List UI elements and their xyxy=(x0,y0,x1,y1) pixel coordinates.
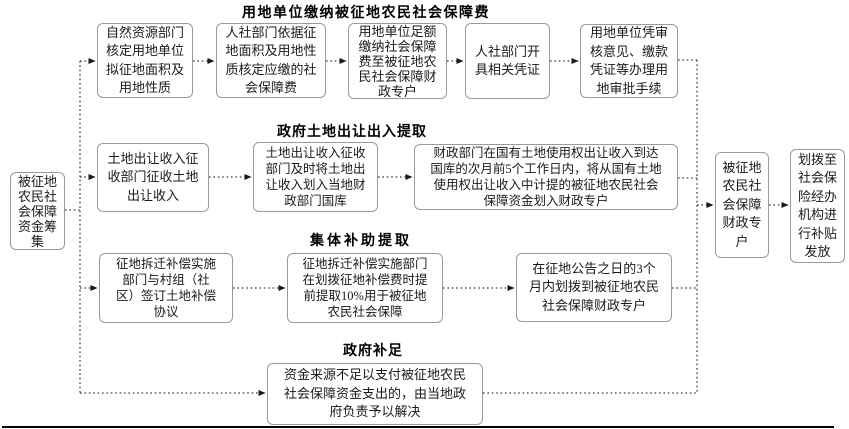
node-fund-raising: 被征地 农民社 会保障 资金筹 集 xyxy=(10,172,65,250)
section-title-gov-supplement: 政府补足 xyxy=(343,344,403,359)
section-title-collective-subsidy: 集体补助提取 xyxy=(310,234,412,249)
node-sign-compensation-agreement: 征地拆迁补偿实施 部门与村组（社 区）签订土地补偿 协议 xyxy=(99,253,233,323)
node-gov-resolve-shortfall: 资金来源不足以支付被征地农民 社会保障资金支出的，由当地政 府负责予以解决 xyxy=(267,363,483,425)
node-fiscal-special-account: 被征地 农民社 会保障 财政专 户 xyxy=(715,152,769,258)
node-pay-ss-fee: 用地单位足额 缴纳社会保障 费至被征地农 民社会保障财 政专户 xyxy=(348,23,447,99)
node-transfer-to-treasury: 土地出让收入征收 部门及时将土地出 让收入划入当地财 政部门国库 xyxy=(253,142,378,212)
node-verify-ss-fee: 人社部门依据征 地面积及用地性 质核定应缴的社 会保障费 xyxy=(216,23,326,98)
node-collect-land-revenue: 土地出让收入征 收部门征收土地 出让收入 xyxy=(97,143,209,212)
node-finance-allocate: 财政部门在国有土地使用权出让收入到达 国库的次月前5个工作日内，将从国有土地 使… xyxy=(414,144,678,210)
node-extract-10pct: 征地拆迁补偿实施部门 在划拨征地补偿费时提 前提取10%用于被征地 农民社会保障 xyxy=(287,253,443,323)
node-determine-land-area: 自然资源部门 核定用地单位 拟征地面积及 用地性质 xyxy=(97,23,193,98)
node-issue-voucher: 人社部门开 具相关凭证 xyxy=(465,23,550,99)
node-transfer-within-3months: 在征地公告之日的3个 月内划拨到被征地农民 社会保障财政专户 xyxy=(516,253,672,322)
section-title-gov-land-transfer: 政府土地出让出入提取 xyxy=(277,125,427,140)
bottom-border-line xyxy=(2,426,834,428)
section-title-employer-payment: 用地单位缴纳被征地农民社会保障费 xyxy=(242,6,490,21)
node-social-insurance-disbursement: 划拨至 社会保 险经办 机构进 行补贴 发放 xyxy=(790,149,845,263)
node-approval-procedure: 用地单位凭审 核意见、缴款 凭证等办理用 地审批手续 xyxy=(580,24,678,98)
